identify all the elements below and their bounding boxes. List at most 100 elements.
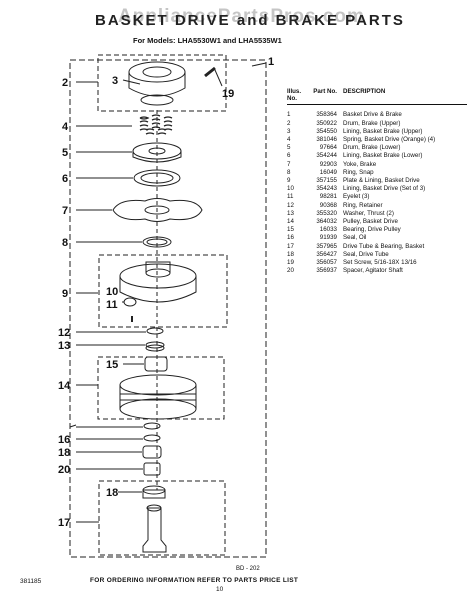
row-description: Drum, Brake (Upper) bbox=[343, 119, 401, 127]
callout-20: 20 bbox=[58, 464, 70, 476]
row-part: 91939 bbox=[319, 234, 337, 242]
diagram-code: BD - 202 bbox=[236, 566, 260, 572]
row-part: 354550 bbox=[316, 127, 337, 135]
callout-14: 14 bbox=[58, 380, 71, 392]
row-description: Washer, Thrust (2) bbox=[343, 209, 394, 217]
row-illus: 12 bbox=[287, 201, 294, 209]
row-illus: 5 bbox=[287, 144, 291, 152]
row-part: 356937 bbox=[316, 267, 337, 275]
callout-1: 1 bbox=[268, 56, 274, 68]
row-description: Seal, Oil bbox=[343, 234, 367, 242]
row-part: 16033 bbox=[319, 226, 337, 234]
subassembly-box-lower bbox=[98, 480, 226, 556]
row-part: 354243 bbox=[316, 185, 337, 193]
callout-3: 3 bbox=[112, 75, 118, 87]
document-number: 381185 bbox=[20, 578, 42, 585]
row-illus: 2 bbox=[287, 119, 291, 127]
row-description: Lining, Basket Drive (Set of 3) bbox=[343, 185, 426, 193]
row-description: Spacer, Agitator Shaft bbox=[343, 267, 403, 275]
row-illus: 18 bbox=[287, 250, 294, 258]
row-part: 358364 bbox=[316, 111, 337, 119]
table-row: 20 356937 Spacer, Agitator Shaft bbox=[287, 267, 467, 274]
row-illus: 10 bbox=[287, 185, 294, 193]
callout-11: 11 bbox=[106, 299, 118, 311]
row-illus: 7 bbox=[287, 160, 291, 168]
callout-8: 8 bbox=[62, 237, 68, 249]
callout-6: 6 bbox=[62, 173, 68, 185]
callout-18: 18 bbox=[58, 447, 70, 459]
row-description: Lining, Basket Brake (Upper) bbox=[343, 127, 423, 135]
callout-5: 5 bbox=[62, 147, 68, 159]
row-description: Set Screw, 5/16-18X 13/16 bbox=[343, 259, 417, 267]
header-part: Part No. bbox=[313, 88, 337, 95]
callout-9: 9 bbox=[62, 288, 68, 300]
callout-10: 10 bbox=[106, 286, 118, 298]
row-part: 364032 bbox=[316, 218, 337, 226]
row-description: Lining, Basket Brake (Lower) bbox=[343, 152, 423, 160]
row-description: Plate & Lining, Basket Drive bbox=[343, 177, 420, 185]
callout-13: 13 bbox=[58, 340, 70, 352]
table-header: Illus. No. Part No. DESCRIPTION bbox=[287, 88, 467, 106]
row-description: Pulley, Basket Drive bbox=[343, 218, 398, 226]
row-part: 357155 bbox=[316, 177, 337, 185]
callout-15: 15 bbox=[106, 359, 118, 371]
callout-17: 17 bbox=[58, 517, 70, 529]
row-illus: 8 bbox=[287, 168, 291, 176]
row-part: 355320 bbox=[316, 209, 337, 217]
watermark: AppliancePartsPros.com bbox=[118, 6, 365, 27]
table-row: 10 354243 Lining, Basket Drive (Set of 3) bbox=[287, 185, 467, 192]
callout-4: 4 bbox=[62, 121, 69, 133]
row-description: Ring, Retainer bbox=[343, 201, 383, 209]
table-row: 18 356427 Seal, Drive Tube bbox=[287, 251, 467, 258]
row-illus: 19 bbox=[287, 259, 294, 267]
row-illus: 20 bbox=[287, 267, 294, 275]
table-row: 3 354550 Lining, Basket Brake (Upper) bbox=[287, 128, 467, 135]
row-description: Seal, Drive Tube bbox=[343, 250, 389, 258]
assembly-outline-box bbox=[69, 59, 267, 558]
callout-16: 16 bbox=[58, 434, 70, 446]
row-part: 381046 bbox=[316, 136, 337, 144]
row-description: Basket Drive & Brake bbox=[343, 111, 402, 119]
callout-19: 19 bbox=[222, 88, 234, 100]
table-row: 9 357155 Plate & Lining, Basket Drive bbox=[287, 177, 467, 184]
table-row: 8 16049 Ring, Snap bbox=[287, 169, 467, 176]
row-part: 356057 bbox=[316, 259, 337, 267]
row-part: 354244 bbox=[316, 152, 337, 160]
footer-note: FOR ORDERING INFORMATION REFER TO PARTS … bbox=[90, 577, 299, 584]
row-description: Ring, Snap bbox=[343, 168, 374, 176]
row-illus: 15 bbox=[287, 226, 294, 234]
row-illus: 17 bbox=[287, 242, 294, 250]
row-illus: 4 bbox=[287, 136, 291, 144]
table-row: 19 356057 Set Screw, 5/16-18X 13/16 bbox=[287, 259, 467, 266]
row-part: 16049 bbox=[319, 168, 337, 176]
row-part: 97664 bbox=[319, 144, 337, 152]
row-description: Drive Tube & Bearing, Basket bbox=[343, 242, 425, 250]
row-part: 357965 bbox=[316, 242, 337, 250]
header-description: DESCRIPTION bbox=[343, 88, 386, 95]
row-part: 92903 bbox=[319, 160, 337, 168]
row-illus: 9 bbox=[287, 177, 291, 185]
row-description: Eyelet (3) bbox=[343, 193, 370, 201]
callout-7: 7 bbox=[62, 205, 68, 217]
row-illus: 3 bbox=[287, 127, 291, 135]
subassembly-box-upper bbox=[97, 54, 227, 112]
row-part: 356427 bbox=[316, 250, 337, 258]
row-part: 98281 bbox=[319, 193, 337, 201]
callout-2: 2 bbox=[62, 77, 68, 89]
callout-12: 12 bbox=[58, 327, 70, 339]
page-number: 10 bbox=[216, 586, 224, 593]
model-list: For Models: LHA5530W1 and LHA5535W1 bbox=[133, 36, 282, 45]
